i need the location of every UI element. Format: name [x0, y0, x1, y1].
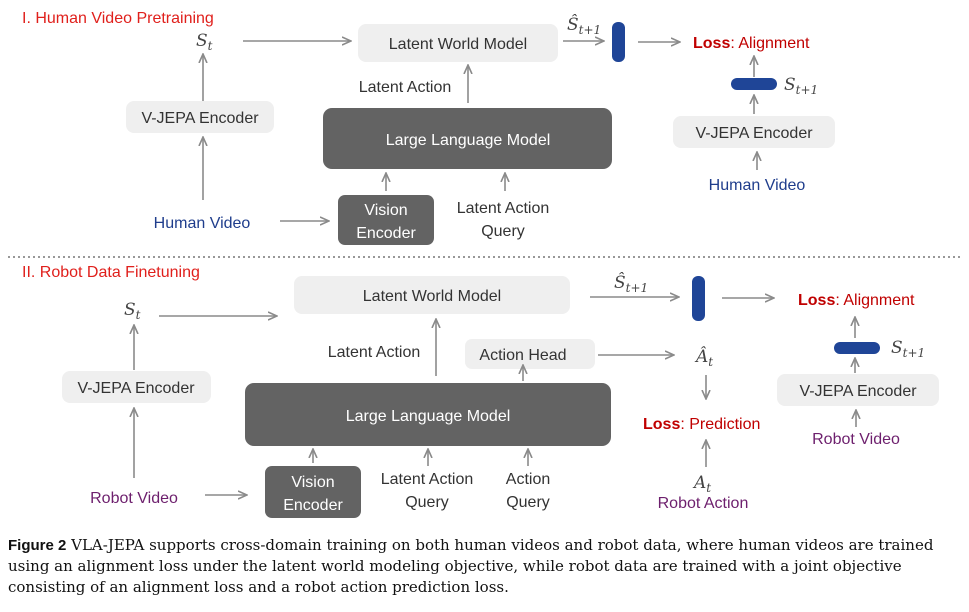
- vjepa-encoder-finetune-right: V-JEPA Encoder: [777, 374, 939, 406]
- latent-action-label-finetune: Latent Action: [328, 344, 421, 361]
- figure-caption: Figure 2 VLA-JEPA supports cross-domain …: [8, 535, 958, 598]
- robot-video-input-left: Robot Video: [90, 490, 178, 507]
- target-state-finetune: St+1: [891, 338, 925, 360]
- svg-text:Latent Action: Latent Action: [457, 200, 550, 217]
- svg-text:Latent World Model: Latent World Model: [363, 288, 501, 305]
- svg-text:St+1: St+1: [784, 75, 818, 97]
- predicted-state-pretrain: Ŝt+1: [567, 14, 601, 37]
- predicted-state-finetune: Ŝt+1: [614, 272, 648, 295]
- svg-text:Vision: Vision: [291, 474, 334, 491]
- action-head: Action Head: [465, 339, 595, 369]
- svg-text:Ŝt+1: Ŝt+1: [567, 14, 601, 37]
- action-query: Action Query: [506, 471, 550, 511]
- section-title-finetune: II. Robot Data Finetuning: [22, 264, 200, 281]
- human-video-input-right: Human Video: [709, 177, 806, 194]
- svg-text:At: At: [692, 473, 711, 495]
- target-token-finetune: [834, 342, 880, 354]
- robot-action-input: Robot Action: [658, 495, 749, 512]
- svg-text:Latent Action: Latent Action: [381, 471, 474, 488]
- latent-action-query-pretrain: Latent Action Query: [457, 200, 550, 240]
- predicted-token-pretrain: [612, 22, 625, 62]
- vla-jepa-diagram: I. Human Video Pretraining St V-JEPA Enc…: [8, 10, 962, 518]
- svg-text:Action: Action: [506, 471, 550, 488]
- svg-text:Ât: Ât: [694, 346, 713, 369]
- vision-encoder-pretrain: Vision Encoder: [338, 195, 434, 245]
- svg-text:Encoder: Encoder: [283, 497, 343, 514]
- latent-action-label-pretrain: Latent Action: [359, 79, 452, 96]
- caption-text: VLA-JEPA supports cross-domain training …: [8, 536, 934, 596]
- svg-text:St+1: St+1: [891, 338, 925, 360]
- predicted-action: Ât: [694, 346, 713, 369]
- ground-truth-action: At: [692, 473, 711, 495]
- svg-text:Large Language Model: Large Language Model: [386, 132, 551, 149]
- svg-text:Large Language Model: Large Language Model: [346, 408, 511, 425]
- svg-text:Query: Query: [405, 494, 449, 511]
- svg-text:Ŝt+1: Ŝt+1: [614, 272, 648, 295]
- target-token-pretrain: [731, 78, 777, 90]
- svg-text:Encoder: Encoder: [356, 225, 416, 242]
- svg-text:Vision: Vision: [364, 202, 407, 219]
- svg-text:Query: Query: [481, 223, 525, 240]
- svg-text:St: St: [196, 31, 213, 53]
- latent-world-model-pretrain: Latent World Model: [358, 24, 558, 62]
- human-video-input-left: Human Video: [154, 215, 251, 232]
- loss-alignment-pretrain: Loss: Alignment: [693, 35, 810, 52]
- svg-text:Loss: Alignment: Loss: Alignment: [798, 292, 915, 309]
- loss-prediction: Loss: Prediction: [643, 416, 760, 433]
- svg-text:St: St: [124, 300, 141, 322]
- llm-pretrain: Large Language Model: [323, 108, 612, 169]
- svg-text:Query: Query: [506, 494, 550, 511]
- latent-world-model-finetune: Latent World Model: [294, 276, 570, 314]
- svg-text:V-JEPA Encoder: V-JEPA Encoder: [799, 383, 917, 400]
- figure-label: Figure 2: [8, 537, 67, 554]
- state-st-pretrain: St: [196, 31, 213, 53]
- vjepa-encoder-pretrain-left: V-JEPA Encoder: [126, 101, 274, 133]
- vjepa-encoder-finetune-left: V-JEPA Encoder: [62, 371, 211, 403]
- loss-alignment-finetune: Loss: Alignment: [798, 292, 915, 309]
- svg-text:Action Head: Action Head: [479, 347, 566, 364]
- llm-finetune: Large Language Model: [245, 383, 611, 446]
- svg-text:V-JEPA Encoder: V-JEPA Encoder: [695, 125, 813, 142]
- target-state-pretrain: St+1: [784, 75, 818, 97]
- state-st-finetune: St: [124, 300, 141, 322]
- section-title-pretrain: I. Human Video Pretraining: [22, 10, 214, 27]
- svg-text:Latent World Model: Latent World Model: [389, 36, 527, 53]
- svg-text:V-JEPA Encoder: V-JEPA Encoder: [77, 380, 195, 397]
- latent-action-query-finetune: Latent Action Query: [381, 471, 474, 511]
- robot-video-input-right: Robot Video: [812, 431, 900, 448]
- predicted-token-finetune: [692, 276, 705, 321]
- svg-text:Loss: Alignment: Loss: Alignment: [693, 35, 810, 52]
- svg-text:V-JEPA Encoder: V-JEPA Encoder: [141, 110, 259, 127]
- vjepa-encoder-pretrain-right: V-JEPA Encoder: [673, 116, 835, 148]
- vision-encoder-finetune: Vision Encoder: [265, 466, 361, 518]
- svg-text:Loss: Prediction: Loss: Prediction: [643, 416, 760, 433]
